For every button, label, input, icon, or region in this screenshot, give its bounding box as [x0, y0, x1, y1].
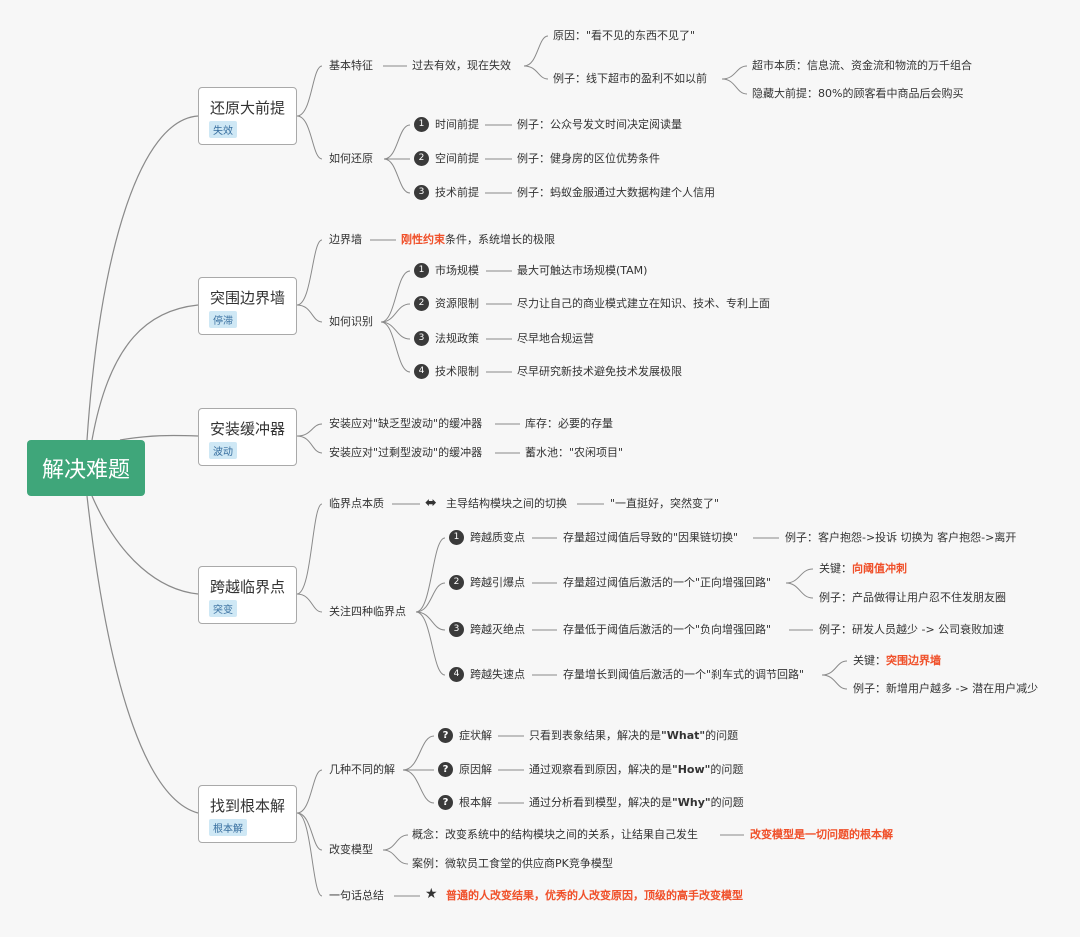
node-how-restore[interactable]: 如何还原: [329, 152, 373, 165]
node-how-identify[interactable]: 如何识别: [329, 315, 373, 328]
node-quality-change-point[interactable]: 跨越质变点: [470, 531, 525, 544]
node-stall-point-desc[interactable]: 存量增长到阈值后激活的一个"刹车式的调节回路": [563, 668, 805, 681]
node-tech-premise[interactable]: 技术前提: [435, 186, 479, 199]
node-regulation[interactable]: 法规政策: [435, 332, 479, 345]
number-badge-1: 1: [414, 117, 429, 132]
node-surplus-buffer[interactable]: 安装应对"过剩型波动"的缓冲器: [329, 446, 483, 459]
node-example[interactable]: 例子：线下超市的盈利不如以前: [553, 72, 707, 85]
node-resource-limit-desc[interactable]: 尽力让自己的商业模式建立在知识、技术、专利上面: [517, 297, 770, 310]
node-space-premise[interactable]: 空间前提: [435, 152, 479, 165]
number-badge-4: 4: [414, 364, 429, 379]
node-surplus-buffer-desc[interactable]: 蓄水池："农闲项目": [525, 446, 624, 459]
number-badge-3: 3: [414, 185, 429, 200]
node-trigger-point-example[interactable]: 例子：产品做得让用户忍不住发朋友圈: [819, 591, 1006, 604]
highlight-text: 向阈值冲刺: [852, 562, 907, 575]
node-quality-change-example[interactable]: 例子：客户抱怨->投诉 切换为 客户抱怨->离开: [785, 531, 1017, 544]
highlight-text: 刚性约束: [401, 233, 445, 246]
node-change-model[interactable]: 改变模型: [329, 843, 373, 856]
root-node[interactable]: 解决难题: [27, 440, 145, 496]
branch-title: 突围边界墙: [210, 289, 286, 307]
node-example-sub2[interactable]: 隐藏大前提：80%的顾客看中商品后会购买: [752, 87, 964, 100]
number-badge-3: 3: [449, 622, 464, 637]
question-icon: ?: [438, 728, 453, 743]
node-tech-limit[interactable]: 技术限制: [435, 365, 479, 378]
number-badge-1: 1: [414, 263, 429, 278]
highlight-text: 突围边界墙: [886, 654, 941, 667]
branch-node-boundary-wall[interactable]: 突围边界墙 停滞: [198, 277, 297, 335]
node-solution-types[interactable]: 几种不同的解: [329, 763, 395, 776]
node-boundary-wall-desc[interactable]: 刚性约束条件，系统增长的极限: [401, 233, 555, 246]
switch-arrows-icon: ⬌: [425, 495, 437, 511]
node-summary-highlight[interactable]: 普通的人改变结果，优秀的人改变原因，顶级的高手改变模型: [446, 889, 743, 902]
branch-node-tipping-point[interactable]: 跨越临界点 突变: [198, 566, 297, 624]
node-symptom-solution[interactable]: 症状解: [459, 729, 492, 742]
number-badge-2: 2: [449, 575, 464, 590]
node-cause-solution-desc[interactable]: 通过观察看到原因，解决的是"How"的问题: [529, 763, 744, 776]
question-icon: ?: [438, 762, 453, 777]
node-extinction-point-example[interactable]: 例子：研发人员越少 -> 公司衰败加速: [819, 623, 1005, 636]
node-trigger-point-key[interactable]: 关键：向阈值冲刺: [819, 562, 907, 575]
node-extinction-point[interactable]: 跨越灭绝点: [470, 623, 525, 636]
node-tech-limit-desc[interactable]: 尽早研究新技术避免技术发展极限: [517, 365, 682, 378]
node-regulation-desc[interactable]: 尽早地合规运营: [517, 332, 594, 345]
branch-tag: 失效: [209, 121, 237, 138]
node-time-premise-desc[interactable]: 例子：公众号发文时间决定阅读量: [517, 118, 682, 131]
node-cause-solution[interactable]: 原因解: [459, 763, 492, 776]
node-basic-desc[interactable]: 过去有效，现在失效: [412, 59, 511, 72]
branch-tag: 突变: [209, 600, 237, 617]
node-extinction-point-desc[interactable]: 存量低于阈值后激活的一个"负向增强回路": [563, 623, 772, 636]
node-example-sub1[interactable]: 超市本质：信息流、资金流和物流的万千组合: [752, 59, 972, 72]
node-case[interactable]: 案例：微软员工食堂的供应商PK竞争模型: [412, 857, 613, 870]
branch-title: 安装缓冲器: [210, 420, 286, 438]
node-cause[interactable]: 原因："看不见的东西不见了": [553, 29, 696, 42]
node-concept[interactable]: 概念：改变系统中的结构模块之间的关系，让结果自己发生: [412, 828, 698, 841]
branch-tag: 根本解: [209, 819, 247, 836]
node-four-tipping-points[interactable]: 关注四种临界点: [329, 605, 406, 618]
number-badge-3: 3: [414, 331, 429, 346]
branch-title: 跨越临界点: [210, 578, 286, 596]
node-resource-limit[interactable]: 资源限制: [435, 297, 479, 310]
question-icon: ?: [438, 795, 453, 810]
node-stall-point-key[interactable]: 关键：突围边界墙: [853, 654, 941, 667]
node-tech-premise-desc[interactable]: 例子：蚂蚁金服通过大数据构建个人信用: [517, 186, 715, 199]
node-tipping-essence[interactable]: 临界点本质: [329, 497, 384, 510]
node-concept-highlight[interactable]: 改变模型是一切问题的根本解: [750, 828, 893, 841]
node-time-premise[interactable]: 时间前提: [435, 118, 479, 131]
node-summary[interactable]: 一句话总结: [329, 889, 384, 902]
number-badge-1: 1: [449, 530, 464, 545]
node-symptom-solution-desc[interactable]: 只看到表象结果，解决的是"What"的问题: [529, 729, 739, 742]
node-trigger-point[interactable]: 跨越引爆点: [470, 576, 525, 589]
node-stall-point[interactable]: 跨越失速点: [470, 668, 525, 681]
node-shortage-buffer[interactable]: 安装应对"缺乏型波动"的缓冲器: [329, 417, 483, 430]
node-root-solution-desc[interactable]: 通过分析看到模型，解决的是"Why"的问题: [529, 796, 744, 809]
number-badge-2: 2: [414, 296, 429, 311]
node-tipping-essence-quote[interactable]: "一直挺好，突然变了": [610, 497, 720, 510]
node-stall-point-example[interactable]: 例子：新增用户越多 -> 潜在用户减少: [853, 682, 1039, 695]
node-shortage-buffer-desc[interactable]: 库存：必要的存量: [525, 417, 613, 430]
root-title: 解决难题: [41, 458, 130, 483]
node-tipping-essence-desc[interactable]: 主导结构模块之间的切换: [446, 497, 567, 510]
node-root-solution[interactable]: 根本解: [459, 796, 492, 809]
node-quality-change-desc[interactable]: 存量超过阈值后导致的"因果链切换": [563, 531, 739, 544]
branch-node-buffer[interactable]: 安装缓冲器 波动: [198, 408, 297, 466]
node-basic-features[interactable]: 基本特征: [329, 59, 373, 72]
node-market-size[interactable]: 市场规模: [435, 264, 479, 277]
branch-title: 找到根本解: [210, 797, 286, 815]
branch-tag: 波动: [209, 442, 237, 459]
node-space-premise-desc[interactable]: 例子：健身房的区位优势条件: [517, 152, 660, 165]
node-boundary-wall[interactable]: 边界墙: [329, 233, 362, 246]
branch-title: 还原大前提: [210, 99, 286, 117]
branch-node-restore-premise[interactable]: 还原大前提 失效: [198, 87, 297, 145]
number-badge-2: 2: [414, 151, 429, 166]
star-icon: ★: [425, 886, 438, 902]
branch-node-root-solution[interactable]: 找到根本解 根本解: [198, 785, 297, 843]
node-market-size-desc[interactable]: 最大可触达市场规模(TAM): [517, 264, 648, 277]
branch-tag: 停滞: [209, 311, 237, 328]
number-badge-4: 4: [449, 667, 464, 682]
node-trigger-point-desc[interactable]: 存量超过阈值后激活的一个"正向增强回路": [563, 576, 772, 589]
